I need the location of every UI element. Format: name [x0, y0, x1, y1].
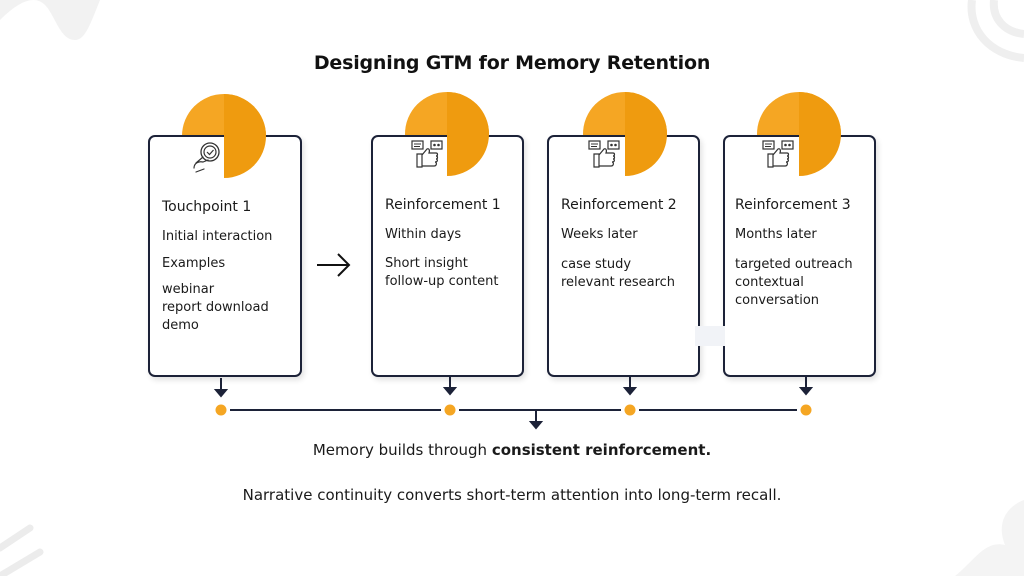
card-detail: demo — [162, 318, 199, 333]
summary-prefix: Memory builds through — [312, 441, 492, 459]
card-detail: webinar — [162, 282, 215, 297]
background-shade — [695, 326, 725, 346]
decorative-rings-top-right — [967, 0, 1024, 62]
arrow-down-icon — [213, 389, 229, 398]
card-title: Reinforcement 2 — [561, 197, 677, 213]
card-title: Touchpoint 1 — [162, 199, 252, 215]
arrow-down-icon — [798, 387, 814, 396]
summary-emphasis: consistent reinforcement. — [491, 441, 712, 459]
arrow-right-icon — [317, 253, 351, 277]
timeline-dot — [624, 404, 636, 416]
arrow-down-icon — [442, 387, 458, 396]
timeline-dot — [215, 404, 227, 416]
decorative-zigzag-bottom-left — [0, 524, 44, 576]
feedback-thumbs-up-icon — [762, 140, 794, 168]
touch-check-icon — [193, 142, 220, 173]
card-detail: Short insight — [385, 256, 468, 271]
card-detail: report download — [162, 300, 269, 315]
footer-text: Narrative continuity converts short-term… — [242, 486, 782, 504]
card-detail: follow-up content — [385, 274, 499, 289]
card-detail: targeted outreach — [735, 257, 853, 272]
card-title: Reinforcement 1 — [385, 197, 501, 213]
card-title: Reinforcement 3 — [735, 197, 851, 213]
card-timing: Within days — [385, 227, 462, 242]
card-detail: conversation — [735, 293, 820, 308]
page-title: Designing GTM for Memory Retention — [313, 52, 711, 74]
card-detail: contextual — [735, 275, 804, 290]
arrow-down-icon — [528, 421, 544, 430]
feedback-thumbs-up-icon — [411, 140, 443, 168]
arrow-down-icon — [622, 387, 638, 396]
card-timing: Months later — [735, 227, 817, 242]
timeline-dot — [800, 404, 812, 416]
card-label: Examples — [162, 256, 226, 271]
card-reinforcement-2 — [547, 135, 700, 377]
card-detail: case study — [561, 257, 632, 272]
card-detail: relevant research — [561, 275, 676, 290]
decorative-wave-bottom-right — [955, 500, 1024, 576]
summary-text: Memory builds through consistent reinfor… — [0, 441, 1024, 459]
card-timing: Initial interaction — [162, 229, 273, 244]
timeline-dot — [444, 404, 456, 416]
decorative-swirl-top-left — [0, 0, 100, 40]
card-timing: Weeks later — [561, 227, 638, 242]
feedback-thumbs-up-icon — [588, 140, 620, 168]
